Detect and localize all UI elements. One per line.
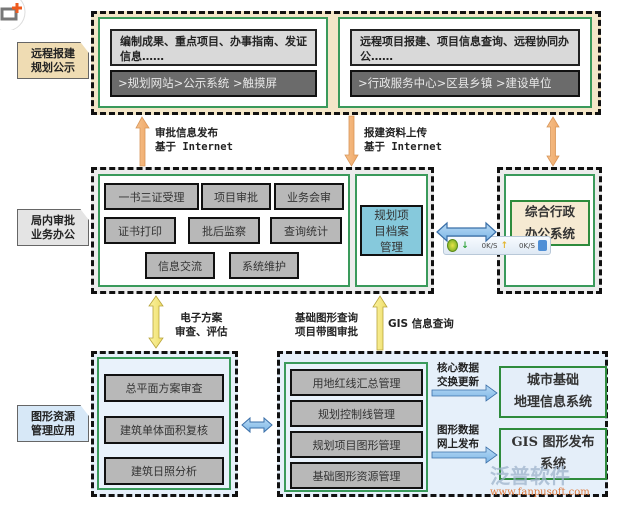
arrow-upload-down [344, 115, 359, 167]
module-query-statistics: 查询统计 [270, 217, 342, 244]
window-toggle-icon[interactable] [537, 240, 547, 251]
output-label-core-data: 核心数据交换更新 [437, 362, 479, 388]
arrow-graphic-bidirectional [241, 416, 273, 434]
arrow-gis-query-up [372, 295, 388, 351]
upload-arrow-icon: ↑ [500, 240, 509, 251]
connector-label-review: 电子方案审查、评估 [175, 312, 228, 338]
module-building-area-check: 建筑单体面积复核 [104, 416, 224, 444]
remote-services-info-box: 远程项目报建、项目信息查询、远程协同办公…… [350, 29, 580, 66]
connector-label-gis-query: GIS 信息查询 [388, 318, 454, 330]
network-monitor-icon[interactable] [447, 239, 459, 252]
module-land-redline: 用地红线汇总管理 [290, 369, 423, 396]
module-post-approval-supervision: 批后监察 [188, 217, 260, 244]
arrow-review-bidirectional [148, 295, 164, 349]
brand-watermark: 泛普软件 [490, 464, 570, 488]
connector-label-query: 基础图形查询项目带图审批 [295, 312, 358, 338]
module-one-book-three-certs: 一书三证受理 [104, 183, 199, 210]
upload-speed: 0K/S [519, 241, 535, 250]
publication-channels-bar: >规划网站>公示系统 >触摸屏 [110, 70, 317, 97]
brand-watermark-url: www.fanpusoft.com [490, 487, 590, 498]
module-certificate-print: 证书打印 [104, 217, 176, 244]
network-speed-widget[interactable]: ↓ 0K/S ↑ 0K/S [443, 236, 551, 255]
row-tag-graphic-resources: 图形资源管理应用 [17, 405, 89, 442]
arrow-publish-up [135, 116, 150, 167]
module-joint-review: 业务会审 [274, 183, 344, 210]
arrow-office-bidirectional [546, 116, 560, 167]
remote-services-channels-bar: >行政服务中心>区县乡镇 >建设单位 [350, 70, 580, 97]
module-system-maintenance: 系统维护 [229, 252, 299, 279]
module-base-graphics: 基础图形资源管理 [290, 462, 423, 489]
module-control-line: 规划控制线管理 [290, 400, 423, 427]
module-info-exchange: 信息交流 [145, 252, 215, 279]
row-tag-remote-reporting: 远程报建规划公示 [17, 42, 89, 79]
module-project-approval: 项目审批 [201, 183, 271, 210]
gis-publishing-system-box: GIS 图形发布系统 [499, 428, 607, 480]
urban-geo-info-system-box: 城市基础地理信息系统 [499, 366, 607, 418]
module-sunlight-analysis: 建筑日照分析 [104, 457, 224, 485]
add-frame-icon[interactable] [0, 0, 26, 32]
connector-label-publish: 审批信息发布基于 Internet [155, 127, 233, 153]
module-site-plan-review: 总平面方案审查 [104, 374, 224, 402]
publication-info-box: 编制成果、重点项目、办事指南、发证信息…… [110, 29, 317, 66]
connector-label-upload: 报建资料上传基于 Internet [364, 127, 442, 153]
module-project-graphics: 规划项目图形管理 [290, 431, 423, 458]
download-speed: 0K/S [481, 241, 498, 250]
project-archive-management-box: 规划项目档案管理 [360, 205, 423, 256]
output-label-graphic-data: 图形数据网上发布 [437, 424, 479, 450]
row-tag-internal-approval: 局内审批业务办公 [17, 209, 89, 246]
download-arrow-icon: ↓ [461, 240, 469, 251]
